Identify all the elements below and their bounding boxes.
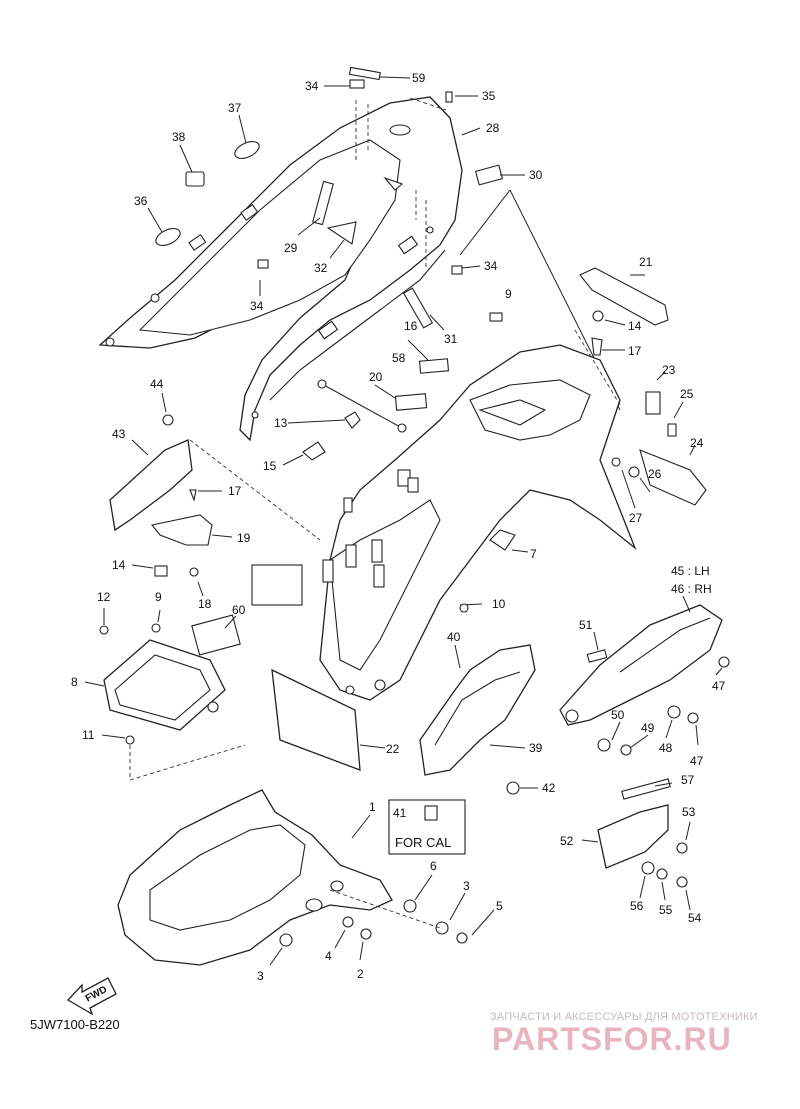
part-label: 3 [257, 969, 264, 983]
part-label: 25 [680, 387, 694, 401]
part-number-labels: 34 59 35 37 38 28 30 36 29 32 34 34 21 9… [71, 71, 726, 983]
part-label: 32 [314, 261, 328, 275]
mid-small-parts [282, 339, 450, 466]
seat-cowl-part [98, 96, 463, 442]
part-label: 23 [662, 363, 676, 377]
part-label: 46 : RH [671, 582, 712, 596]
part-label: 30 [529, 168, 543, 182]
part-label: 22 [386, 742, 400, 756]
part-label: 14 [112, 558, 126, 572]
part-label: 1 [369, 800, 376, 814]
part-label: 6 [430, 859, 437, 873]
grab-bar-part [559, 595, 730, 756]
part-label: 55 [659, 903, 673, 917]
part-label: 8 [71, 675, 78, 689]
part-label: 18 [198, 597, 212, 611]
part-label: 14 [628, 319, 642, 333]
part-label: 28 [486, 121, 500, 135]
part-label: 40 [447, 630, 461, 644]
part-label: 4 [325, 949, 332, 963]
part-label: 52 [560, 834, 574, 848]
part-label: 47 [712, 679, 726, 693]
part-label: 21 [639, 255, 653, 269]
license-plate-bracket [251, 564, 386, 771]
part-label: 2 [357, 967, 364, 981]
part-label: 47 [690, 754, 704, 768]
part-label: 35 [482, 89, 496, 103]
left-mid-parts [109, 392, 321, 597]
part-label: 24 [690, 436, 704, 450]
part-label: 12 [97, 590, 111, 604]
diagram-code: 5JW7100-B220 [30, 1017, 120, 1032]
part-label: 7 [530, 547, 537, 561]
part-label: 49 [641, 721, 655, 735]
part-label: 27 [629, 511, 643, 525]
part-label: 44 [150, 377, 164, 391]
part-label: 10 [492, 597, 506, 611]
part-label: 39 [529, 741, 543, 755]
part-label: 34 [250, 299, 264, 313]
inner-fender-part [419, 549, 538, 795]
part-label: 15 [263, 459, 277, 473]
part-label: 29 [284, 241, 298, 255]
part-label: 34 [305, 79, 319, 93]
part-label: 37 [228, 101, 242, 115]
part-label: 59 [412, 71, 426, 85]
part-label: 17 [628, 344, 642, 358]
battery-box-part [84, 608, 246, 781]
front-fender-part [117, 789, 495, 966]
part-label: 36 [134, 194, 148, 208]
part-label: 45 : LH [671, 564, 710, 578]
part-label: 13 [274, 416, 288, 430]
callout-text: FOR CAL [395, 835, 451, 850]
watermark-subtitle: ЗАПЧАСТИ И АКСЕССУАРЫ ДЛЯ МОТОТЕХНИКИ [490, 1011, 758, 1023]
part-label: 16 [404, 319, 418, 333]
part-label: 31 [444, 332, 458, 346]
rear-bracket-part [581, 778, 691, 911]
rear-fender-part [319, 344, 637, 701]
part-label: 3 [463, 879, 470, 893]
seat-cowl-small-parts [155, 66, 504, 329]
part-label: 38 [172, 130, 186, 144]
part-label: 53 [682, 805, 696, 819]
part-label: 56 [630, 899, 644, 913]
part-label: 34 [484, 259, 498, 273]
part-label: 51 [579, 618, 593, 632]
part-label: 17 [228, 484, 242, 498]
part-label: 42 [542, 781, 556, 795]
part-label: 26 [648, 467, 662, 481]
callout-box: 41 FOR CAL [388, 799, 466, 855]
part-label: 43 [112, 427, 126, 441]
part-label: 5 [496, 899, 503, 913]
part-label: 48 [659, 741, 673, 755]
part-label: 60 [232, 603, 246, 617]
part-label: 19 [237, 531, 251, 545]
watermark-logo: PARTSFOR.RU [492, 1021, 732, 1057]
part-label: 54 [688, 911, 702, 925]
part-label: 9 [155, 590, 162, 604]
part-label: 11 [82, 728, 95, 742]
part-label: 58 [392, 351, 406, 365]
callout-part-number: 41 [393, 806, 407, 820]
fwd-arrow-icon: FWD [66, 977, 117, 1016]
part-label: 50 [611, 708, 625, 722]
part-label: 9 [505, 287, 512, 301]
part-label: 57 [681, 773, 695, 787]
right-top-parts [574, 267, 707, 509]
part-label: 20 [369, 370, 383, 384]
